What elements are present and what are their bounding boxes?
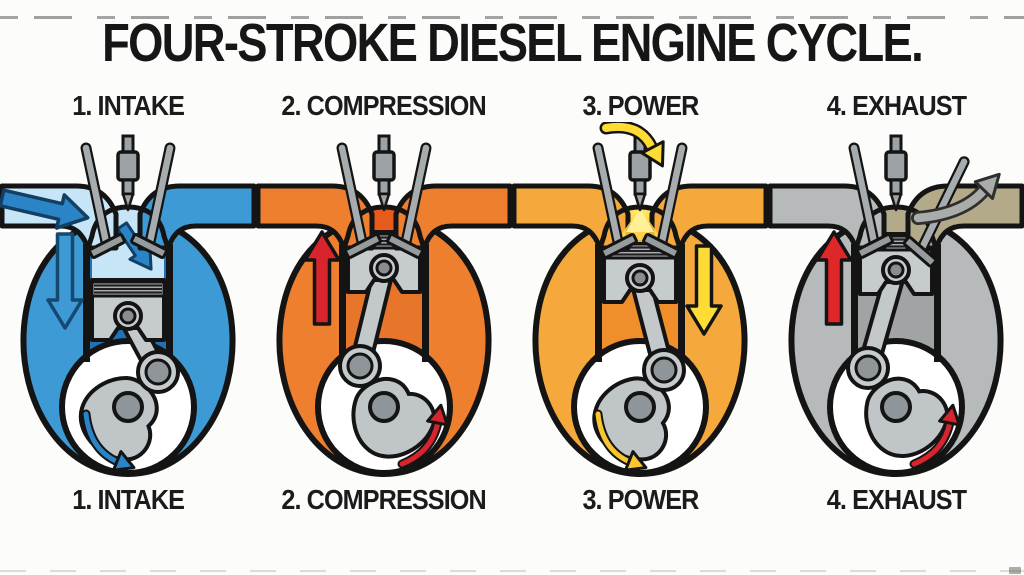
crank-rotation-arrow bbox=[593, 409, 648, 472]
stroke-labels-bottom: 1. INTAKE 2. COMPRESSION 3. POWER 4. EXH… bbox=[0, 486, 1024, 514]
crank-rotation-arrow bbox=[81, 409, 136, 472]
label-cell-exhaust-top: 4. EXHAUST bbox=[768, 92, 1024, 120]
engine-panel-compression bbox=[256, 122, 512, 484]
fuel-injector bbox=[372, 134, 396, 212]
compression-label-bottom: 2. COMPRESSION bbox=[281, 484, 487, 515]
intake-label-top: 1. INTAKE bbox=[72, 90, 185, 121]
engine-panel-exhaust bbox=[768, 122, 1024, 484]
piston-motion-arrow bbox=[303, 230, 341, 326]
exhaust-valve bbox=[386, 142, 432, 259]
piston-motion-arrow bbox=[46, 232, 84, 330]
cropped-text-artifact-top bbox=[0, 16, 1024, 19]
cylinder-wall-right bbox=[678, 244, 685, 362]
label-cell-power-bottom: 3. POWER bbox=[512, 486, 768, 514]
label-cell-compression-bottom: 2. COMPRESSION bbox=[256, 486, 512, 514]
cylinder-wall-right bbox=[422, 244, 429, 362]
exhaust-valve bbox=[130, 142, 176, 259]
engine-diagrams-row bbox=[0, 122, 1024, 484]
crank-journal bbox=[880, 391, 912, 423]
exhaust-valve bbox=[642, 142, 688, 259]
piston-motion-arrow bbox=[815, 230, 853, 326]
stroke-labels-top: 1. INTAKE 2. COMPRESSION 3. POWER 4. EXH… bbox=[0, 92, 1024, 120]
engine-diagram-exhaust bbox=[768, 134, 1024, 478]
engine-diagram-intake bbox=[0, 134, 256, 478]
engine-diagram-power bbox=[512, 122, 768, 478]
power-label-bottom: 3. POWER bbox=[581, 484, 699, 515]
fuel-injection-arrow bbox=[599, 122, 665, 168]
exhaust-label-top: 4. EXHAUST bbox=[826, 90, 966, 121]
cylinder-wall-right bbox=[166, 244, 173, 362]
intake-valve bbox=[592, 142, 638, 259]
crank-rotation-arrow bbox=[397, 403, 449, 469]
power-label-top: 3. POWER bbox=[581, 90, 699, 121]
crank-journal bbox=[624, 391, 656, 423]
fuel-injector bbox=[628, 134, 652, 212]
crank-pin bbox=[338, 344, 382, 388]
label-cell-power-top: 3. POWER bbox=[512, 92, 768, 120]
intake-valve bbox=[80, 142, 126, 259]
crank-rotation-arrow bbox=[909, 403, 961, 469]
page-header: FOUR-STROKE DIESEL ENGINE CYCLE. bbox=[0, 16, 1024, 78]
exhaust-label-bottom: 4. EXHAUST bbox=[826, 484, 966, 515]
intake-valve bbox=[336, 142, 382, 259]
intake-label-bottom: 1. INTAKE bbox=[72, 484, 185, 515]
engine-panel-power bbox=[512, 122, 768, 484]
label-cell-intake-bottom: 1. INTAKE bbox=[0, 486, 256, 514]
compression-label-top: 2. COMPRESSION bbox=[281, 90, 487, 121]
crank-journal bbox=[368, 391, 400, 423]
crank-pin bbox=[642, 348, 686, 392]
crank-pin bbox=[846, 346, 890, 390]
piston-motion-arrow bbox=[685, 244, 723, 336]
label-cell-intake-top: 1. INTAKE bbox=[0, 92, 256, 120]
exhaust-valve bbox=[902, 156, 970, 268]
air-in-arrow bbox=[0, 188, 90, 230]
crank-journal bbox=[112, 391, 144, 423]
fuel-injector bbox=[884, 134, 908, 212]
cylinder-wall-left bbox=[851, 244, 858, 362]
fuel-injector bbox=[116, 134, 140, 212]
cylinder-wall-right bbox=[934, 244, 941, 362]
cylinder-wall-left bbox=[83, 244, 90, 362]
page-title: FOUR-STROKE DIESEL ENGINE CYCLE. bbox=[102, 13, 924, 73]
cropped-text-artifact-bottom bbox=[0, 570, 1024, 572]
exhaust-out-arrow bbox=[911, 172, 1001, 225]
engine-panel-intake bbox=[0, 122, 256, 484]
engine-diagram-compression bbox=[256, 134, 512, 478]
label-cell-exhaust-bottom: 4. EXHAUST bbox=[768, 486, 1024, 514]
cropped-artifact-corner bbox=[1009, 567, 1021, 574]
piston bbox=[90, 278, 166, 342]
intake-valve bbox=[848, 142, 894, 259]
label-cell-compression-top: 2. COMPRESSION bbox=[256, 92, 512, 120]
cylinder-wall-left bbox=[595, 244, 602, 362]
cylinder-wall-left bbox=[339, 244, 346, 362]
crank-pin bbox=[136, 350, 180, 394]
